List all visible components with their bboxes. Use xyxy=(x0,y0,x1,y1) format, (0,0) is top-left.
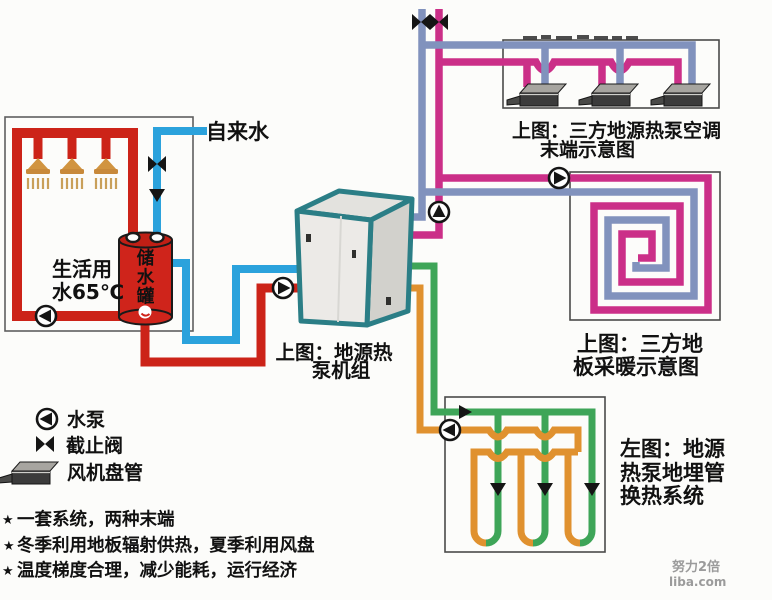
ground-loop-caption-line1: 左图：地源 xyxy=(620,437,725,461)
note-text: 一套系统，两种末端 xyxy=(17,509,175,530)
pipe-ground-green-branch2 xyxy=(532,412,549,547)
pipe-fancoil-return xyxy=(422,41,696,87)
pipe-ground-green-branch1 xyxy=(485,412,502,547)
pipe-shower-manifold xyxy=(12,128,138,321)
ground-loop-box xyxy=(444,396,606,553)
floor-heating-caption-line2: 板采暖示意图 xyxy=(573,355,699,379)
pipe-ground-orange-supply xyxy=(397,284,582,452)
pipe-ground-orange-leg3 xyxy=(564,452,581,547)
legend-pump-label: 水泵 xyxy=(67,409,105,431)
heat-pump-caption-line2: 泵机组 xyxy=(312,359,371,382)
pump-icon-floor-heating xyxy=(547,166,571,190)
pipe-shower-drops xyxy=(33,133,111,159)
legend: 水泵 截止阀 风机盘管 xyxy=(0,407,143,485)
domestic-water-label-line2: 水65℃ xyxy=(52,280,124,304)
pump-icon-heating-riser xyxy=(427,200,451,224)
legend-valve-label: 截止阀 xyxy=(66,434,123,457)
note-star: ★ xyxy=(2,513,14,528)
clipped-caption-fragment xyxy=(523,35,638,40)
unit-door-seam xyxy=(337,215,342,323)
note-star: ★ xyxy=(2,564,14,579)
tank-nozzle-hot xyxy=(125,231,141,244)
domestic-water-label-line1: 生活用 xyxy=(52,257,112,281)
pump-icon-ground-loop xyxy=(438,418,462,442)
fancoil-caption-line2: 末端示意图 xyxy=(540,138,635,161)
floor-heating-caption-line1: 上图：三方地 xyxy=(577,332,703,356)
tank-label-char: 储 xyxy=(137,248,155,269)
watermark-line1: 努力2倍 xyxy=(672,559,720,575)
note-text: 冬季利用地板辐射供热，夏季利用风盘 xyxy=(17,535,315,556)
pipe-ground-orange-leg2 xyxy=(517,452,534,547)
ground-loop-caption-line3: 换热系统 xyxy=(620,484,704,508)
pipe-heatpump-to-tank-return xyxy=(170,259,304,344)
tank-nozzle-cold xyxy=(149,231,165,244)
tank-label-char: 水 xyxy=(137,267,155,288)
legend-pump-icon xyxy=(35,407,59,431)
watermark-line2: liba.com xyxy=(669,575,726,589)
pump-icon-tank-loop xyxy=(34,304,58,328)
heat-pump-caption-line1: 上图：地源热 xyxy=(275,341,393,364)
unit-latch xyxy=(386,297,391,305)
floor-spiral-supply xyxy=(439,174,712,314)
storage-tank: 储 水 罐 xyxy=(118,231,173,326)
notes: ★ 一套系统，两种末端 ★ 冬季利用地板辐射供热，夏季利用风盘 ★ 温度梯度合理… xyxy=(2,509,315,581)
unit-front-face xyxy=(294,208,374,328)
ground-loop-caption-line2: 热泵地埋管 xyxy=(620,461,725,485)
floor-heating-box xyxy=(569,171,721,321)
ground-orange-pipes xyxy=(397,284,582,547)
legend-fancoil-label: 风机盘管 xyxy=(67,461,143,484)
tap-water-label: 自来水 xyxy=(206,120,270,144)
return-pipes xyxy=(397,9,698,300)
note-star: ★ xyxy=(3,539,15,554)
hot-water-pipes xyxy=(12,128,304,367)
unit-side-face xyxy=(364,196,415,328)
pipe-tank-to-heatpump-supply xyxy=(140,283,276,367)
pipe-fancoil-supply xyxy=(439,58,682,87)
tank-label-char: 罐 xyxy=(136,286,155,307)
note-text: 温度梯度合理，减少能耗，运行经济 xyxy=(17,560,297,581)
heat-pump-unit xyxy=(294,188,415,328)
pipe-fancoil-supply-drops xyxy=(523,62,606,87)
pipe-fancoil-return-drops xyxy=(541,45,624,87)
floor-spiral-return xyxy=(422,188,698,300)
unit-latch xyxy=(352,250,356,258)
pump-icon-tank-supply xyxy=(271,276,295,300)
unit-latch xyxy=(306,234,311,242)
fancoil-caption-line1: 上图：三方地源热泵空调 xyxy=(512,119,721,142)
tank-drain-mark xyxy=(140,312,151,317)
fancoil-box xyxy=(502,39,720,109)
domestic-water-box xyxy=(4,116,194,332)
pipe-ground-orange-manifold xyxy=(470,448,578,547)
